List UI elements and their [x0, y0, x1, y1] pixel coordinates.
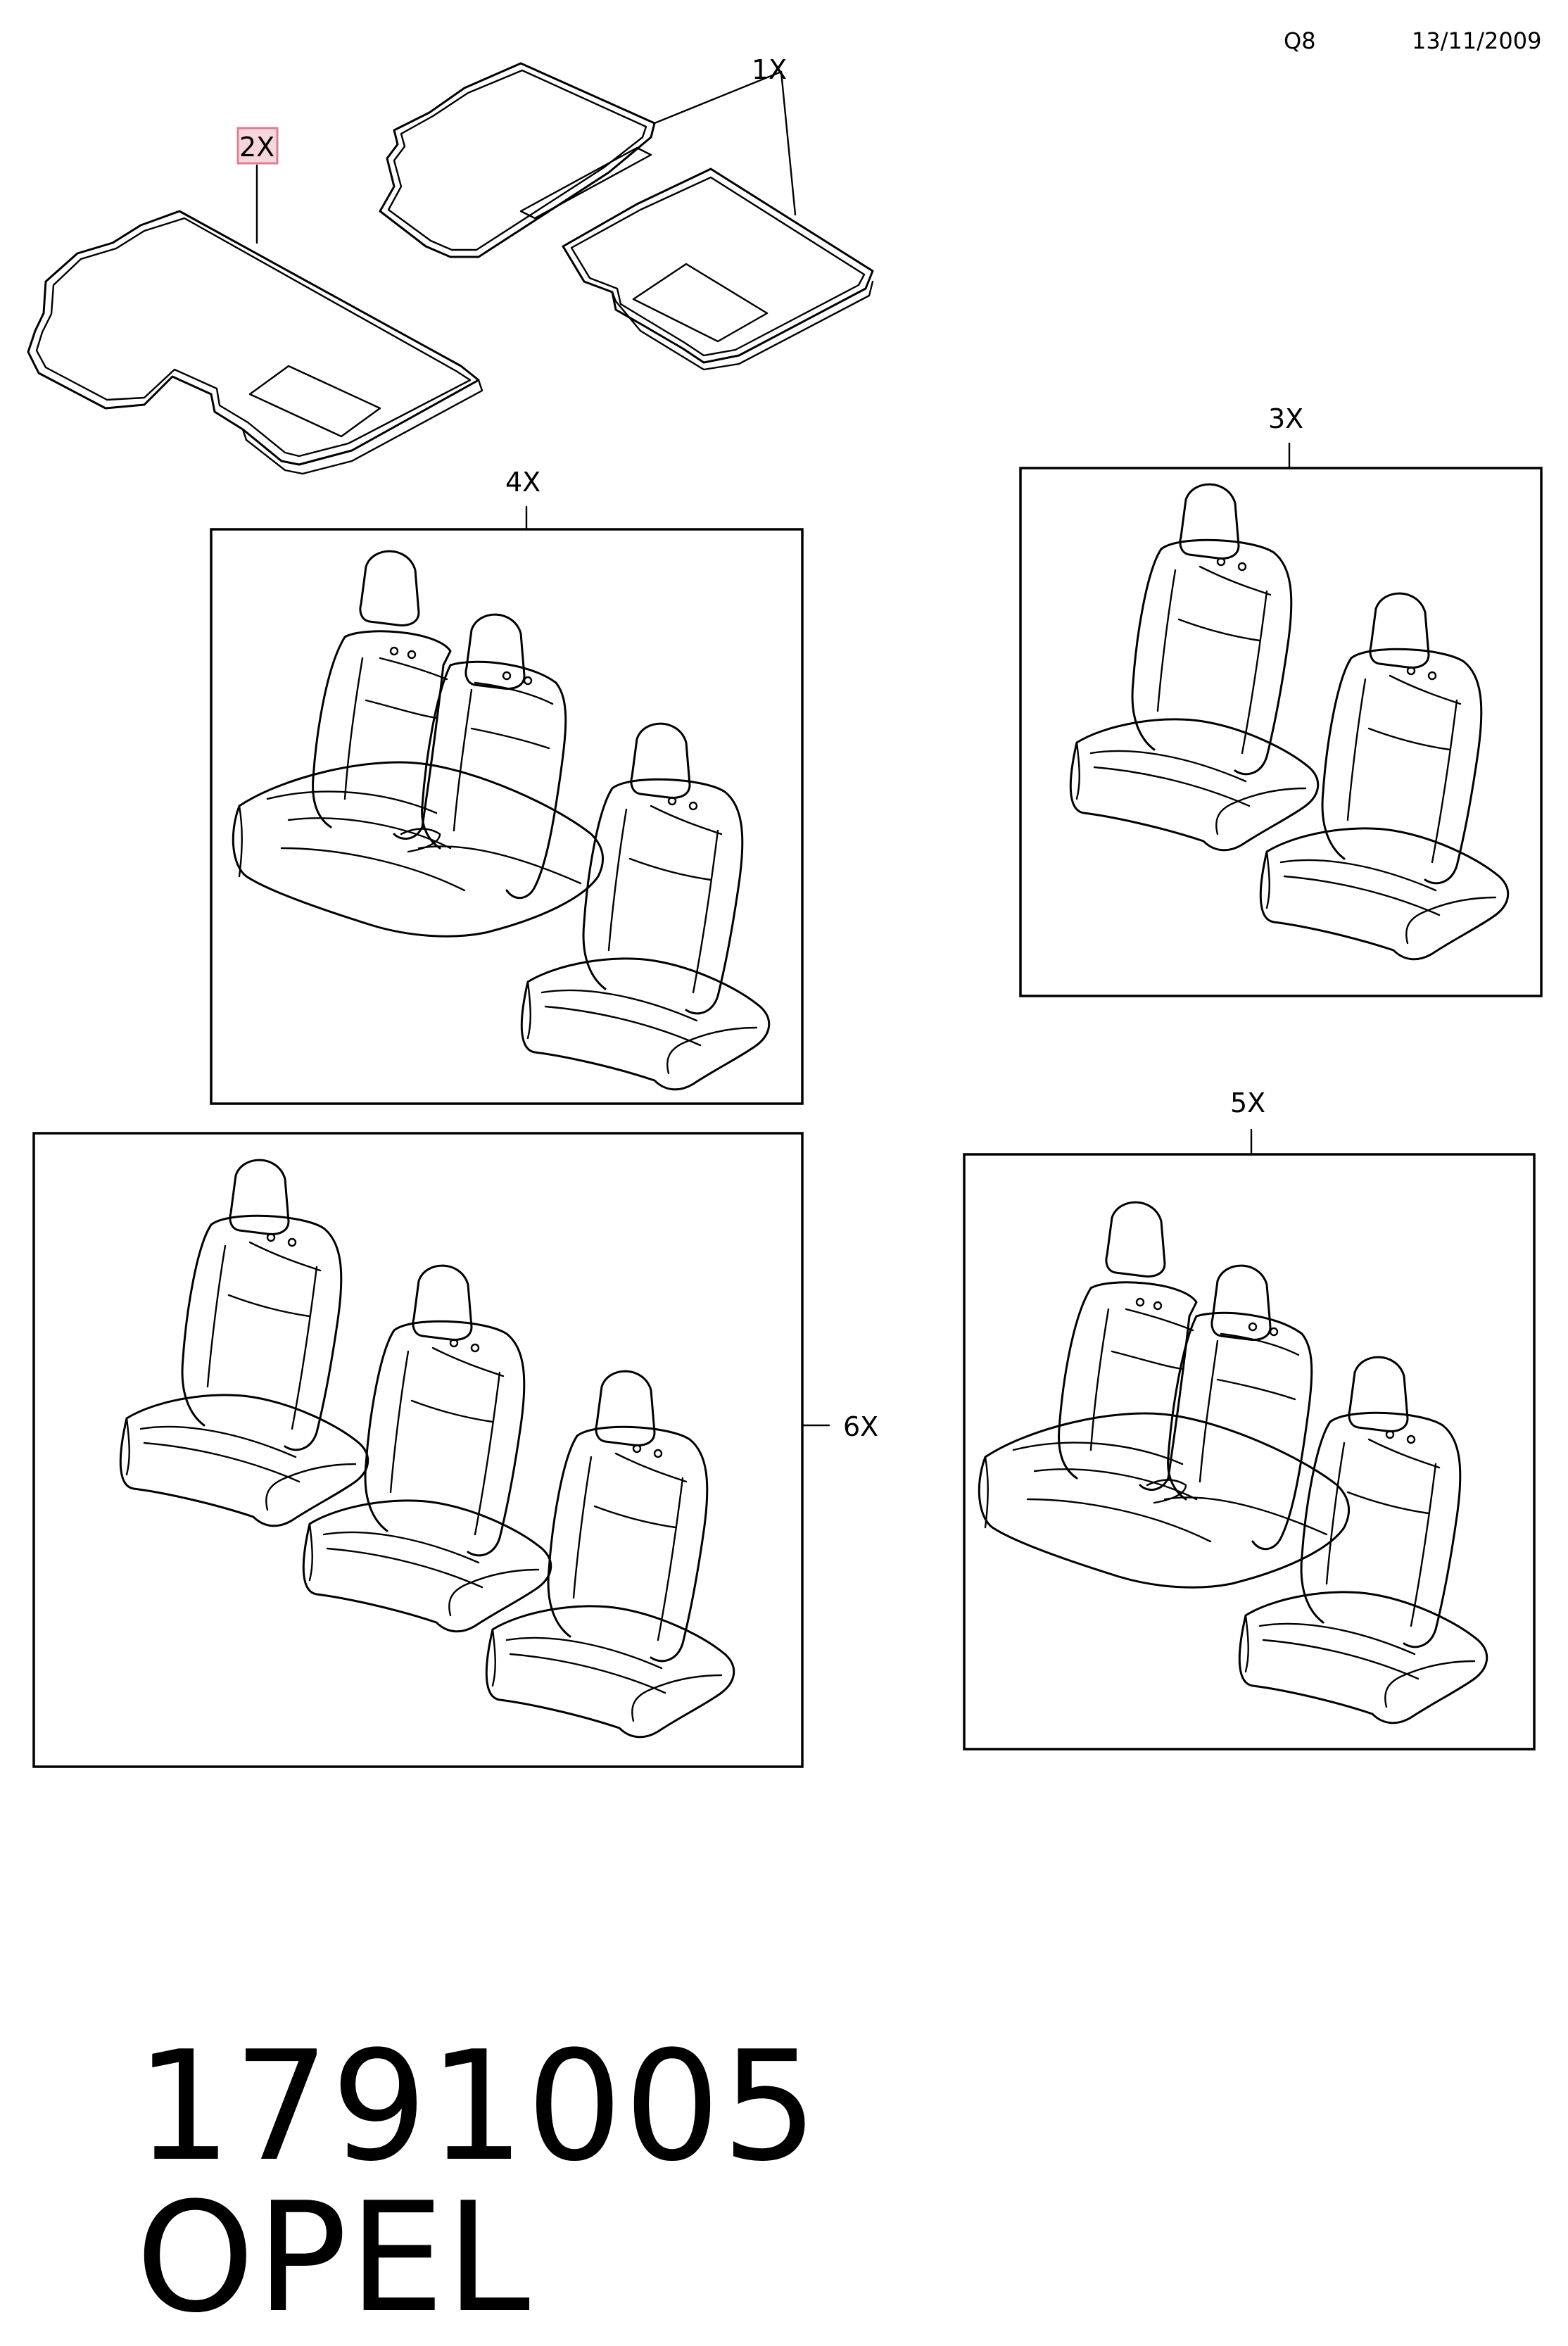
callout-6x: 6X [843, 1411, 878, 1442]
floor-mat-front-left [379, 62, 656, 258]
seat-set-5x: 5X [963, 1087, 1536, 1751]
parts-diagram: 2X 1X 4X 3X 6X 5X [27, 54, 1543, 1768]
callout-4x: 4X [505, 467, 540, 498]
leader-1x-a [653, 70, 783, 125]
floor-mat-large [27, 210, 483, 475]
floor-mat-front-right [562, 168, 874, 371]
footer: 1791005 OPEL [37, 1879, 960, 2333]
diagram-date: 13/11/2009 [1412, 27, 1542, 54]
brand-name: OPEL [135, 2169, 532, 2346]
callout-1x: 1X [752, 54, 787, 85]
seat-set-4x: 4X [210, 467, 804, 1105]
leader-1x-b [780, 70, 797, 216]
seat-set-3x: 3X [1019, 403, 1543, 997]
diagram-code: Q8 [1284, 27, 1316, 54]
part-number: 1791005 [135, 2018, 820, 2195]
callout-2x-highlight [236, 127, 279, 165]
callout-2x: 2X [239, 132, 274, 163]
seat-set-6x: 6X [32, 1132, 878, 1768]
callout-3x: 3X [1268, 403, 1303, 434]
callout-5x: 5X [1230, 1087, 1265, 1118]
